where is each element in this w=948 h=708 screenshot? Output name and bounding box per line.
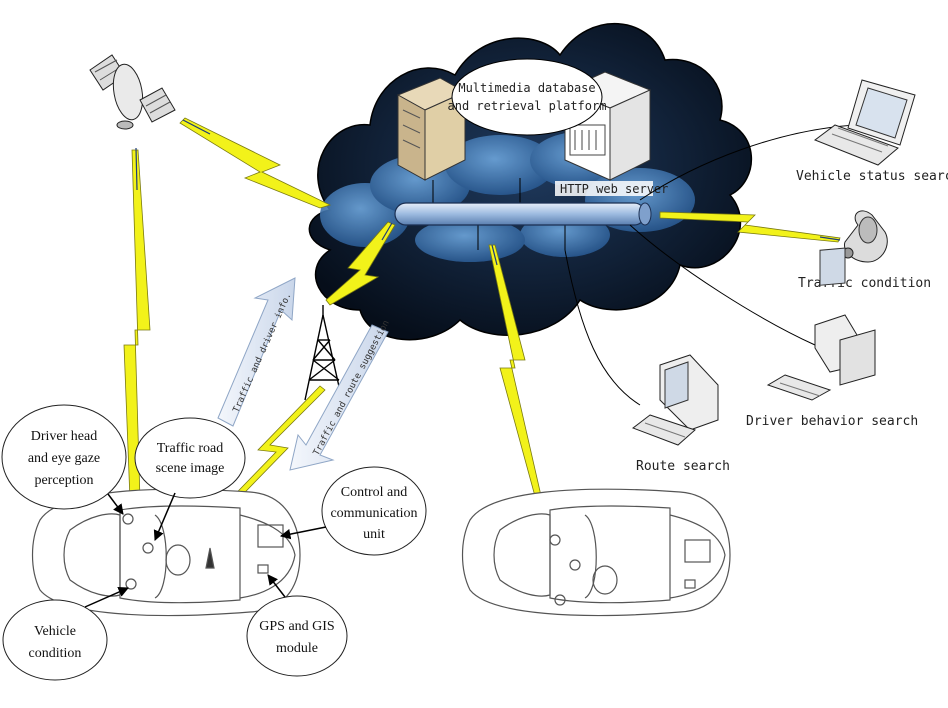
control-line1: Control and — [341, 485, 408, 500]
driver-head-line1: Driver head — [31, 429, 97, 444]
cloud-connectors — [432, 178, 566, 250]
vehicle-condition-line1: Vehicle — [34, 624, 76, 639]
cell-tower-icon — [304, 305, 343, 401]
control-line3: unit — [363, 527, 385, 542]
http-server-label: HTTP web server — [560, 182, 668, 196]
network-bus-pipe — [394, 202, 652, 226]
traffic-road-callout: Traffic road scene image — [134, 417, 246, 499]
vehicle-status-search-label: Vehicle status search — [796, 169, 948, 184]
gps-line2: module — [276, 641, 318, 656]
traffic-route-suggestion-arrow: Traffic and route suggestion — [289, 319, 392, 471]
gps-gis-callout: GPS and GIS module — [246, 595, 348, 677]
gps-line1: GPS and GIS — [259, 619, 334, 634]
traffic-condition-label: Traffic condition — [798, 276, 931, 291]
desktop-computer-icon — [766, 247, 876, 401]
client-links — [564, 124, 856, 406]
driver-head-line2: and eye gaze — [28, 451, 100, 466]
laptop-icon — [813, 79, 916, 166]
traffic-road-line1: Traffic road — [157, 441, 224, 456]
driver-head-callout: Driver head and eye gaze perception — [1, 404, 127, 510]
wireless-links — [123, 117, 841, 521]
satellite-icon — [89, 54, 176, 130]
car-icon — [461, 488, 731, 617]
route-search-computer-icon — [631, 354, 719, 446]
multimedia-label-line2: and retrieval platform — [448, 99, 607, 113]
callout-pointers — [84, 492, 327, 608]
control-line2: communication — [330, 506, 417, 521]
route-search-label: Route search — [636, 459, 730, 474]
control-unit-callout: Control and communication unit — [321, 466, 427, 556]
vehicle-condition-callout: Vehicle condition — [2, 599, 108, 681]
traffic-road-line2: scene image — [156, 461, 225, 476]
driver-behavior-search-label: Driver behavior search — [746, 414, 918, 429]
phone-icon — [842, 210, 888, 263]
multimedia-platform-callout — [451, 58, 603, 136]
driver-head-line3: perception — [34, 473, 93, 488]
multimedia-label-line1: Multimedia database — [458, 81, 595, 95]
traffic-driver-info-text: Traffic and driver info. — [232, 291, 294, 414]
traffic-driver-info-arrow: Traffic and driver info. — [217, 277, 296, 427]
vehicle-condition-line2: condition — [29, 646, 82, 661]
